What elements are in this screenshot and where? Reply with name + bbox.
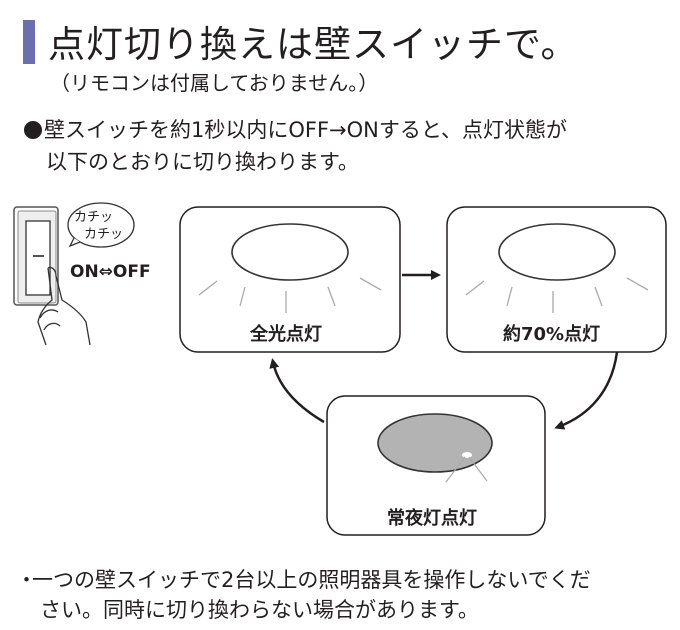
state-label-full: 全光点灯 — [250, 324, 322, 345]
state-label-70: 約70%点灯 — [503, 324, 601, 345]
click-sound-line-1: カチッ — [74, 210, 114, 225]
page-subtitle: （リモコンは付属しておりません。） — [50, 71, 379, 95]
ceiling-light-night-icon — [377, 413, 493, 483]
page-title: 点灯切り換えは壁スイッチで。 — [48, 23, 579, 66]
note-line-2: さい。同時に切り換わらない場合があります。 — [40, 598, 479, 622]
ceiling-light-70-icon — [465, 223, 649, 313]
click-sound-line-2: カチッ — [84, 227, 124, 242]
ceiling-light-full-icon — [198, 223, 382, 313]
note-line-1: 一つの壁スイッチで2台以上の照明器具を操作しないでくだ — [32, 568, 591, 592]
bullet-icon — [24, 121, 42, 139]
on-off-toggle-label: ON⇔OFF — [70, 262, 151, 282]
instruction-text: 壁スイッチを約1秒以内にOFF→ONすると、点灯状態が 以下のとおりに切り換わり… — [24, 114, 567, 178]
title-accent-bar — [23, 20, 35, 64]
caution-note: ・一つの壁スイッチで2台以上の照明器具を操作しないでくだ さい。同時に切り換わら… — [16, 565, 591, 625]
arrow-night-to-full — [269, 358, 325, 424]
speech-bubble — [67, 202, 135, 248]
instruction-line-1: 壁スイッチを約1秒以内にOFF→ONすると、点灯状態が — [44, 118, 568, 142]
state-label-night: 常夜灯点灯 — [387, 508, 477, 529]
arrow-70-to-night — [554, 351, 619, 430]
wall-switch-icon — [13, 206, 59, 306]
hand-icon — [37, 266, 91, 346]
instruction-line-2: 以下のとおりに切り換わります。 — [46, 150, 359, 174]
note-marker: ・ — [16, 568, 37, 592]
switching-diagram: カチッ カチッ ON⇔OFF 全光点灯 約70%点灯 常夜灯点灯 — [0, 195, 680, 545]
